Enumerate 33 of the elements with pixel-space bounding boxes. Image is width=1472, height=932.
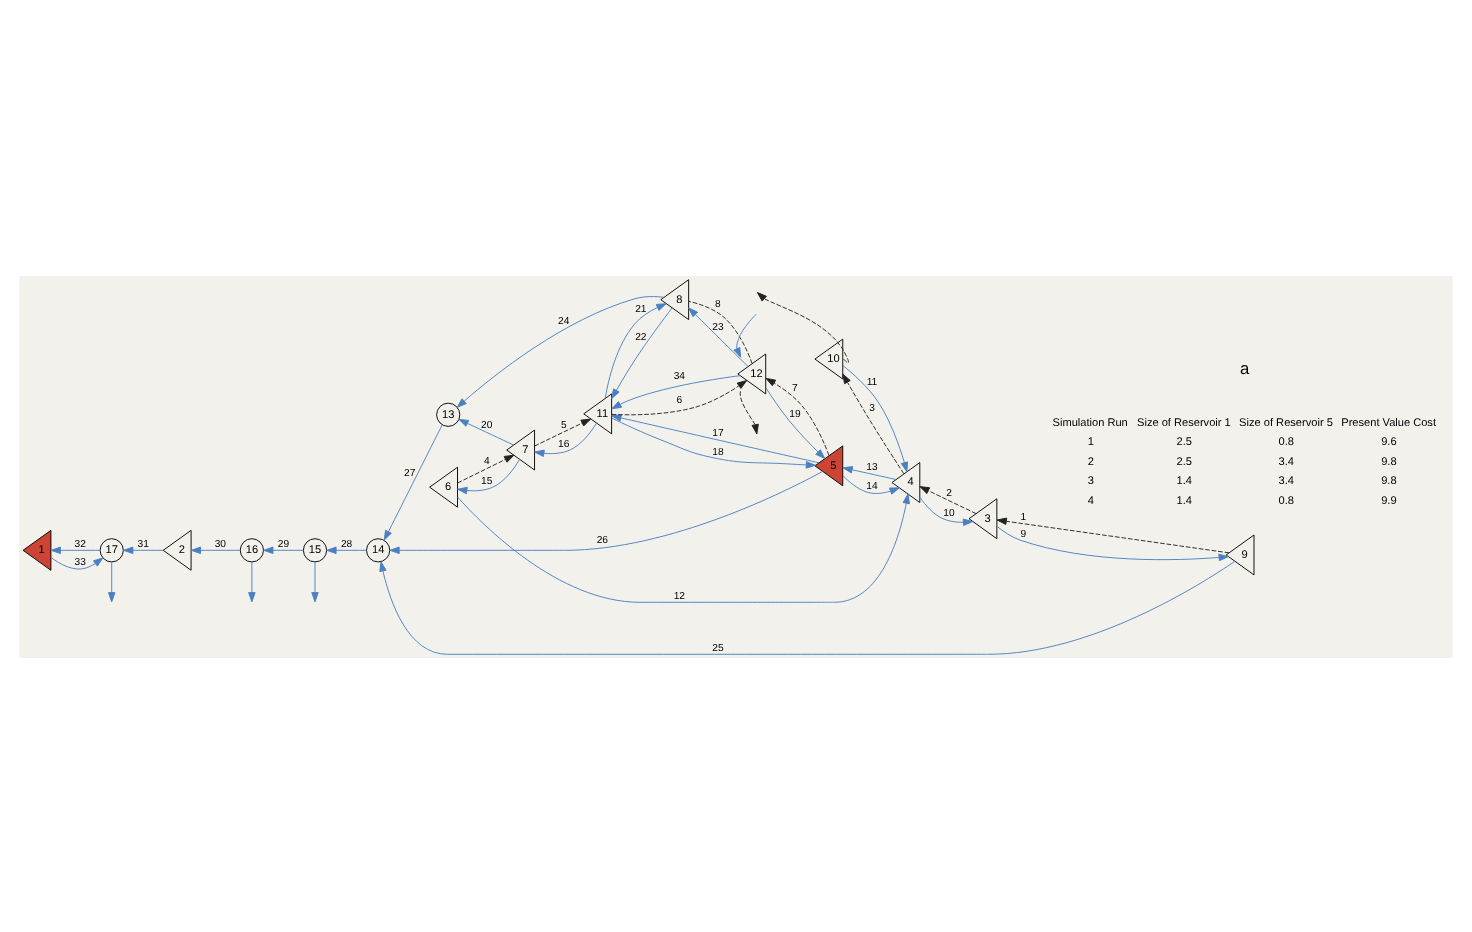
arrow — [458, 417, 515, 445]
arrow — [263, 545, 304, 554]
arrow — [379, 560, 1236, 654]
arrow — [311, 560, 319, 602]
arrow — [765, 386, 826, 458]
arrow — [457, 453, 515, 483]
arrow — [765, 376, 830, 455]
arrow — [456, 295, 665, 407]
arrow — [190, 545, 241, 554]
arrow — [756, 291, 849, 363]
arrow — [457, 457, 520, 494]
arrow — [611, 379, 748, 415]
arrow — [389, 470, 823, 554]
arrow — [108, 560, 116, 602]
arrow — [534, 417, 592, 446]
arrow — [996, 524, 1229, 561]
arrow — [123, 545, 164, 554]
arrow — [733, 312, 757, 357]
arrow — [248, 560, 256, 602]
arrow — [919, 495, 974, 525]
arrow — [919, 485, 977, 514]
arrow — [842, 465, 897, 479]
arrow — [326, 545, 367, 554]
arrow — [611, 374, 741, 409]
arrow — [996, 516, 1230, 553]
arrow — [457, 492, 910, 602]
arrow — [50, 545, 101, 554]
arrow — [383, 423, 443, 540]
arrow — [736, 379, 759, 434]
arrow — [842, 474, 900, 494]
arrow — [50, 556, 104, 569]
arrow — [534, 421, 597, 456]
label: a — [1240, 357, 1250, 378]
